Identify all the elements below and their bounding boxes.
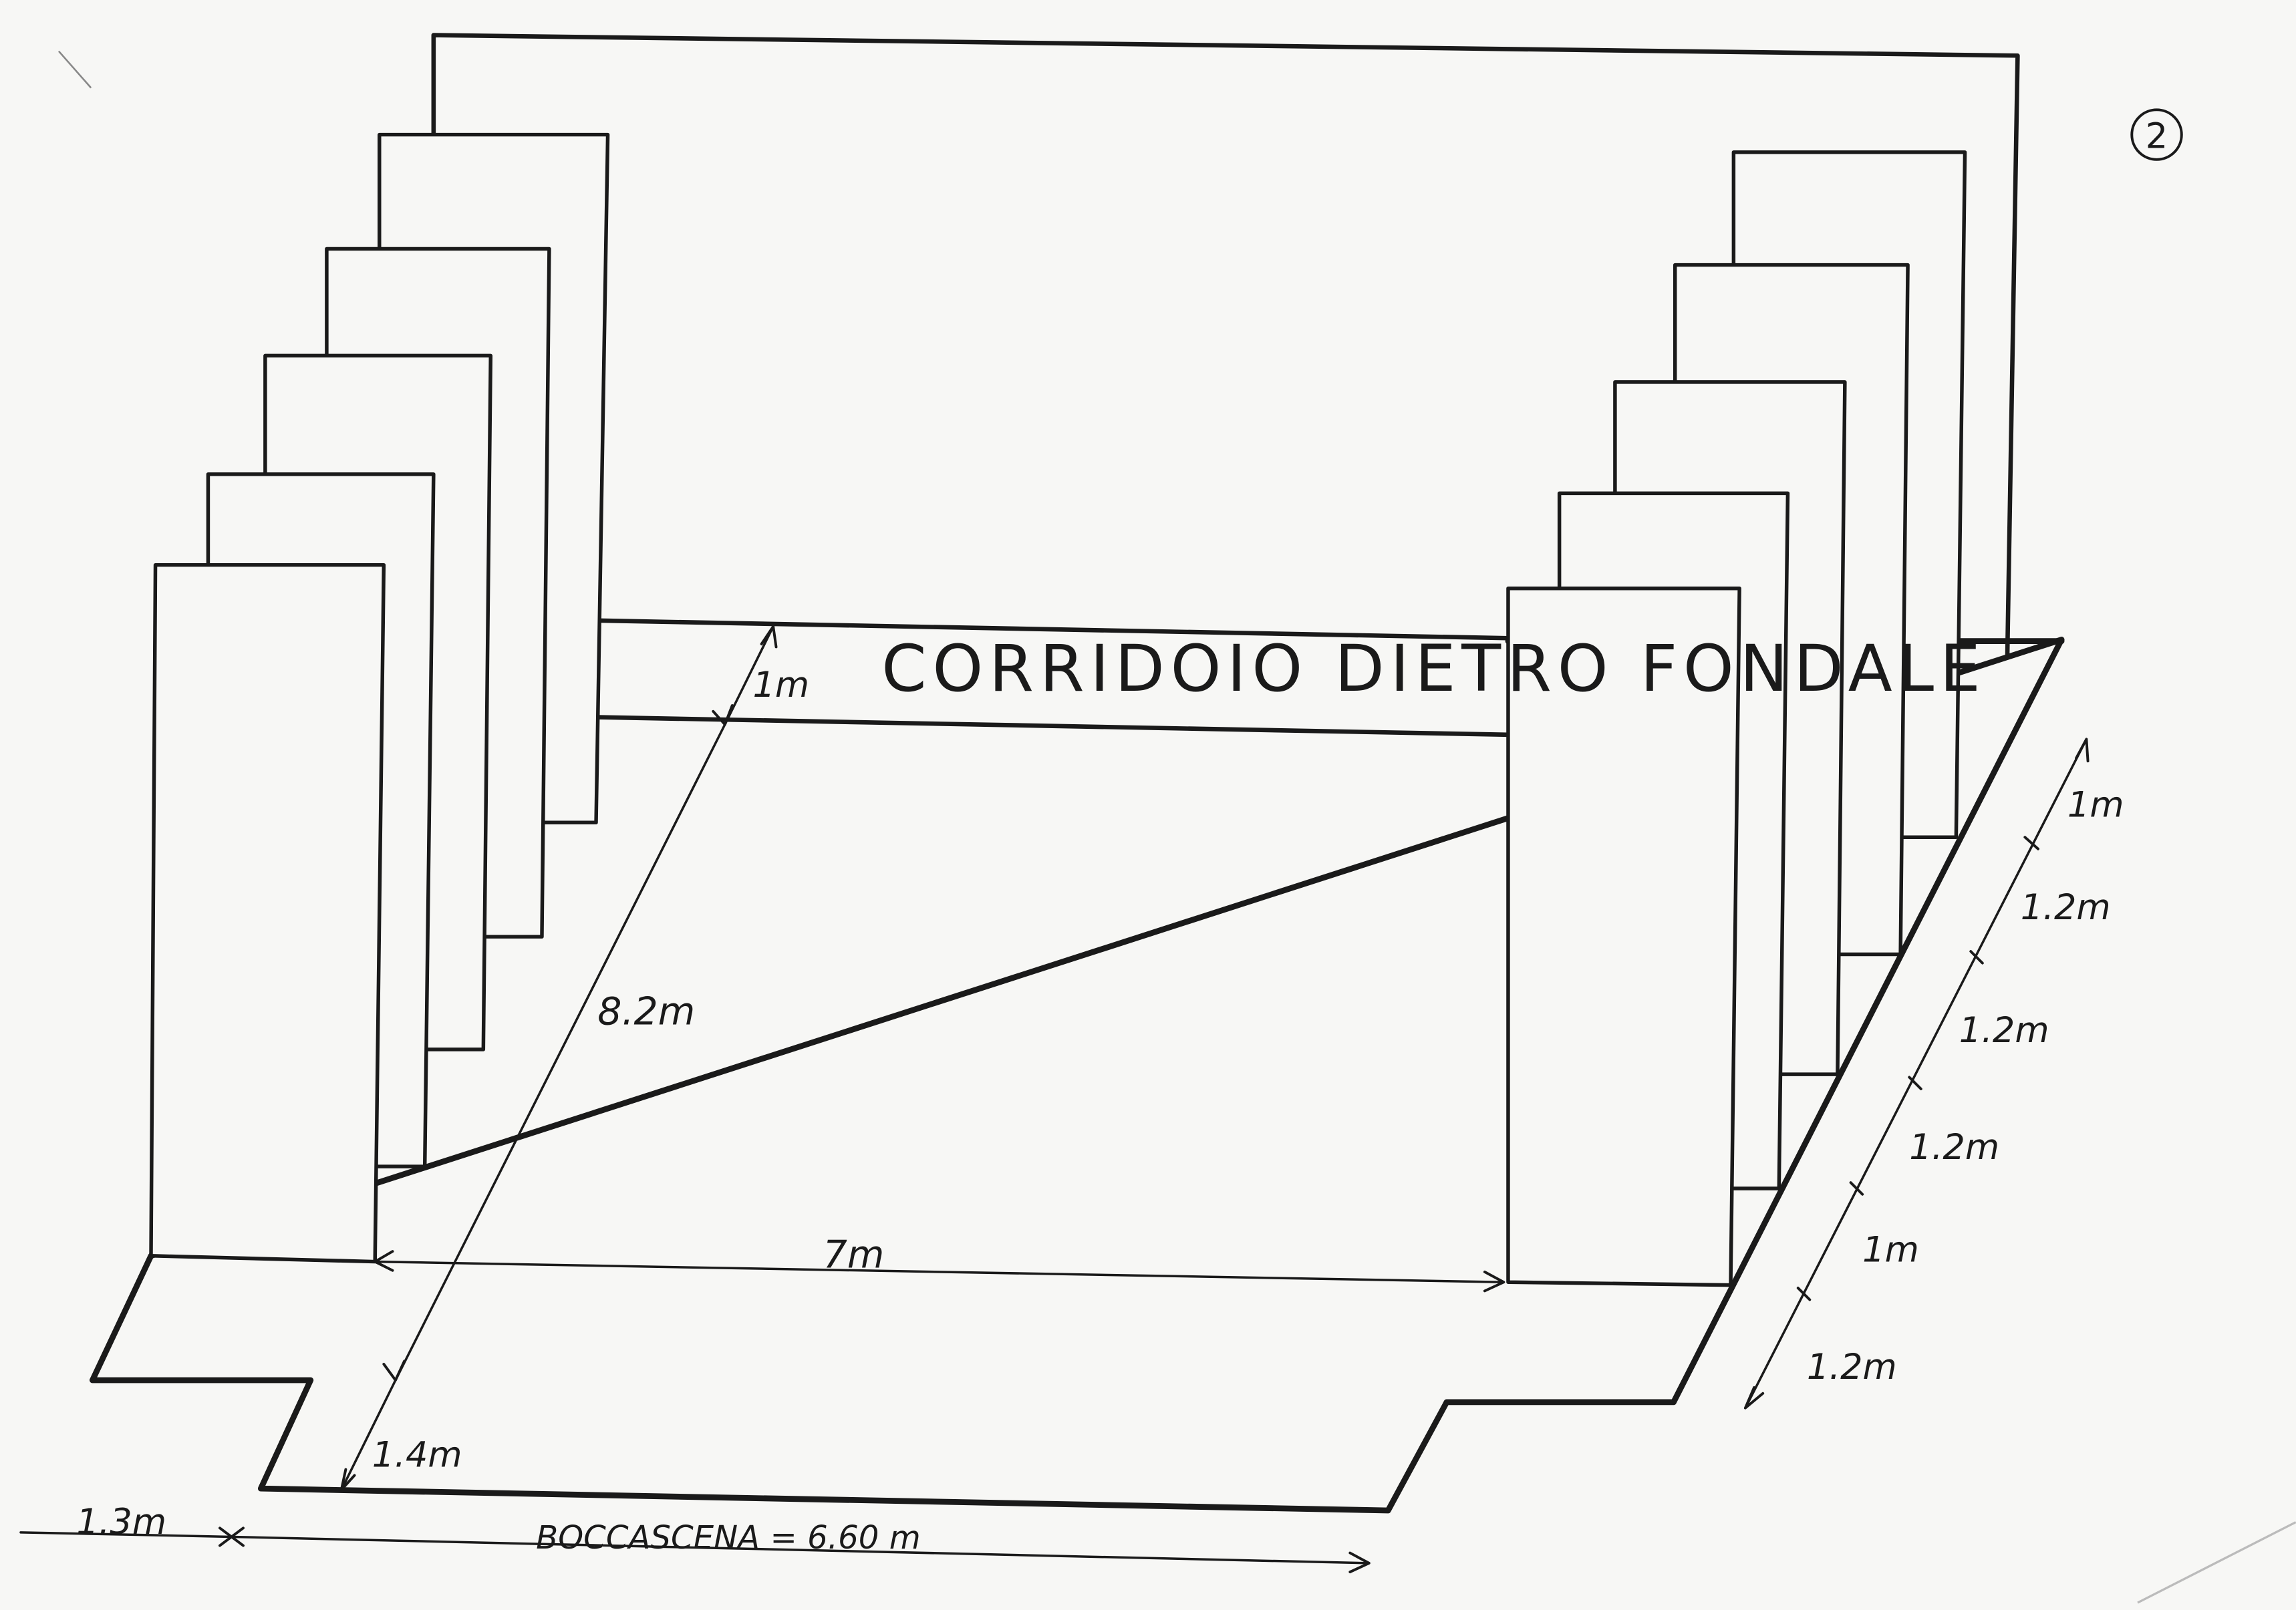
page-number: 2 [2146, 116, 2168, 156]
wing-spacing-label: 1.2m [1807, 1347, 1897, 1388]
page-number-badge: 2 [2130, 108, 2183, 161]
dim-side-offset [19, 1531, 233, 1539]
dim-wing-spacing [1744, 738, 2088, 1410]
corridor-label: CORRIDOIO DIETRO FONDALE [881, 631, 1986, 706]
stage-width-label: 7m [823, 1233, 885, 1277]
proscenium-label: BOCCASCENA = 6.60 m [536, 1519, 921, 1557]
arrow-heads [218, 625, 2090, 1574]
left-wings [149, 132, 610, 1264]
dimension-lines [19, 625, 2088, 1565]
page-number-circle [2130, 108, 2183, 161]
left-wing-1 [149, 562, 386, 1264]
right-wing-1 [1506, 587, 1741, 1287]
corridor-depth-label: 1m [752, 665, 809, 705]
corridor-lines [595, 618, 1511, 738]
dim-proscenium [230, 1535, 1371, 1565]
wing-spacing-label: 1m [2067, 785, 2124, 826]
wing-spacing-label: 1m [1862, 1230, 1919, 1271]
dim-apron-depth [340, 1379, 397, 1492]
stage-depth-label: 8.2m [597, 990, 695, 1034]
dim-stage-width [374, 1260, 1505, 1283]
wing-spacing-labels: 1m 1.2m 1.2m 1.2m 1m 1.2m [1807, 785, 2124, 1388]
stray-mark [57, 50, 92, 89]
paper-crease [2137, 1521, 2296, 1604]
wing-spacing-label: 1.2m [1909, 1127, 1999, 1168]
side-offset-label: 1.3m [76, 1502, 166, 1543]
right-wings [1506, 150, 1967, 1287]
apron-depth-label: 1.4m [372, 1434, 462, 1475]
wing-spacing-label: 1.2m [1959, 1010, 2049, 1051]
wing-spacing-label: 1.2m [2021, 887, 2111, 928]
dim-corridor-depth [724, 625, 774, 726]
dim-stage-depth [394, 723, 726, 1382]
